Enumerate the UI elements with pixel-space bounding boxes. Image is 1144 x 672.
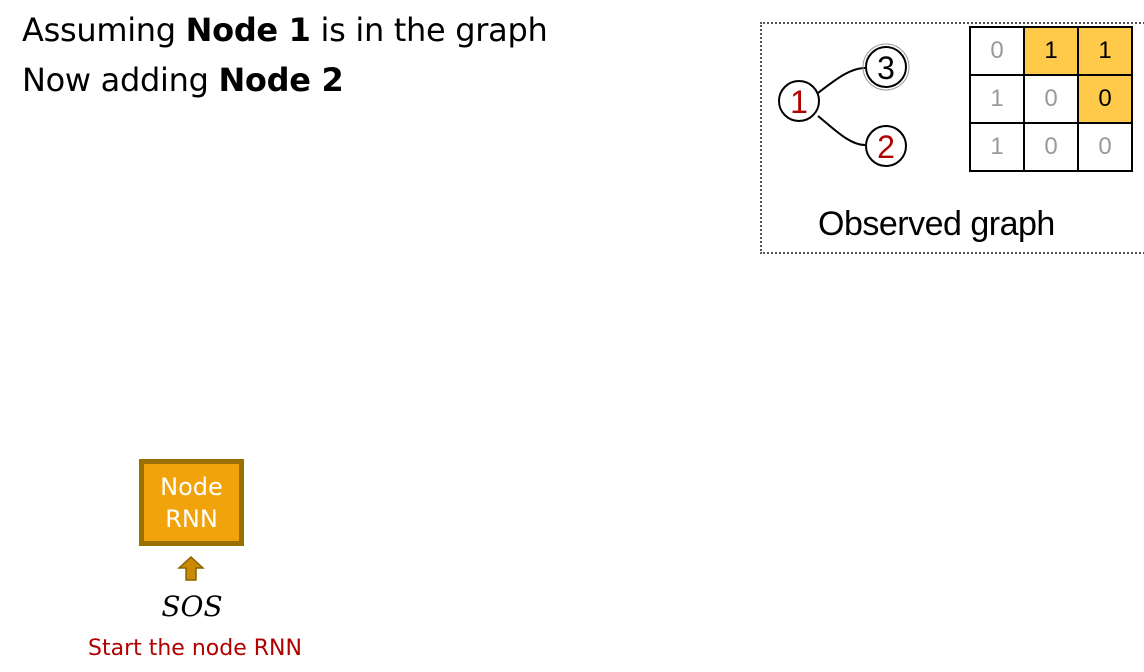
adjacency-cell-1-0: 1	[969, 74, 1025, 124]
adjacency-cell-2-1: 0	[1023, 122, 1079, 172]
adjacency-cell-2-2: 0	[1077, 122, 1133, 172]
adjacency-cell-1-1: 0	[1023, 74, 1079, 124]
node-rnn-block: Node RNN	[139, 459, 244, 546]
adjacency-cell-0-1: 1	[1023, 26, 1079, 76]
heading-line-1: Assuming Node 1 is in the graph	[22, 11, 548, 49]
node-rnn-label-line-2: RNN	[165, 505, 218, 533]
adjacency-cell-0-0: 0	[969, 26, 1025, 76]
heading-line-2-bold: Node 2	[218, 61, 344, 99]
edge-1-2	[817, 115, 866, 146]
node-rnn-label-line-1: Node	[160, 473, 223, 501]
graph-node-2: 2	[865, 125, 907, 167]
adjacency-cell-1-2: 0	[1077, 74, 1133, 124]
graph-node-2-label: 2	[877, 129, 895, 165]
sos-input-label: SOS	[161, 590, 223, 623]
observed-graph-panel	[760, 22, 1144, 254]
heading-line-1-prefix: Assuming	[22, 11, 186, 49]
observed-graph-diagram: 1 3 2	[778, 43, 910, 167]
input-arrow-icon	[177, 556, 205, 581]
heading-line-1-bold: Node 1	[185, 11, 311, 49]
adjacency-cell-2-0: 1	[969, 122, 1025, 172]
graph-node-3: 3	[862, 43, 910, 91]
heading-line-2: Now adding Node 2	[22, 61, 344, 99]
graph-node-3-label: 3	[877, 50, 895, 86]
step-caption: Start the node RNN	[88, 636, 302, 661]
heading-line-2-prefix: Now adding	[22, 61, 219, 99]
graph-node-1: 1	[778, 80, 820, 122]
adjacency-cell-0-2: 1	[1077, 26, 1133, 76]
edge-1-3	[817, 67, 866, 94]
observed-graph-caption: Observed graph	[818, 205, 1055, 243]
heading-line-1-suffix: is in the graph	[310, 11, 548, 49]
graph-node-1-label: 1	[790, 84, 808, 120]
